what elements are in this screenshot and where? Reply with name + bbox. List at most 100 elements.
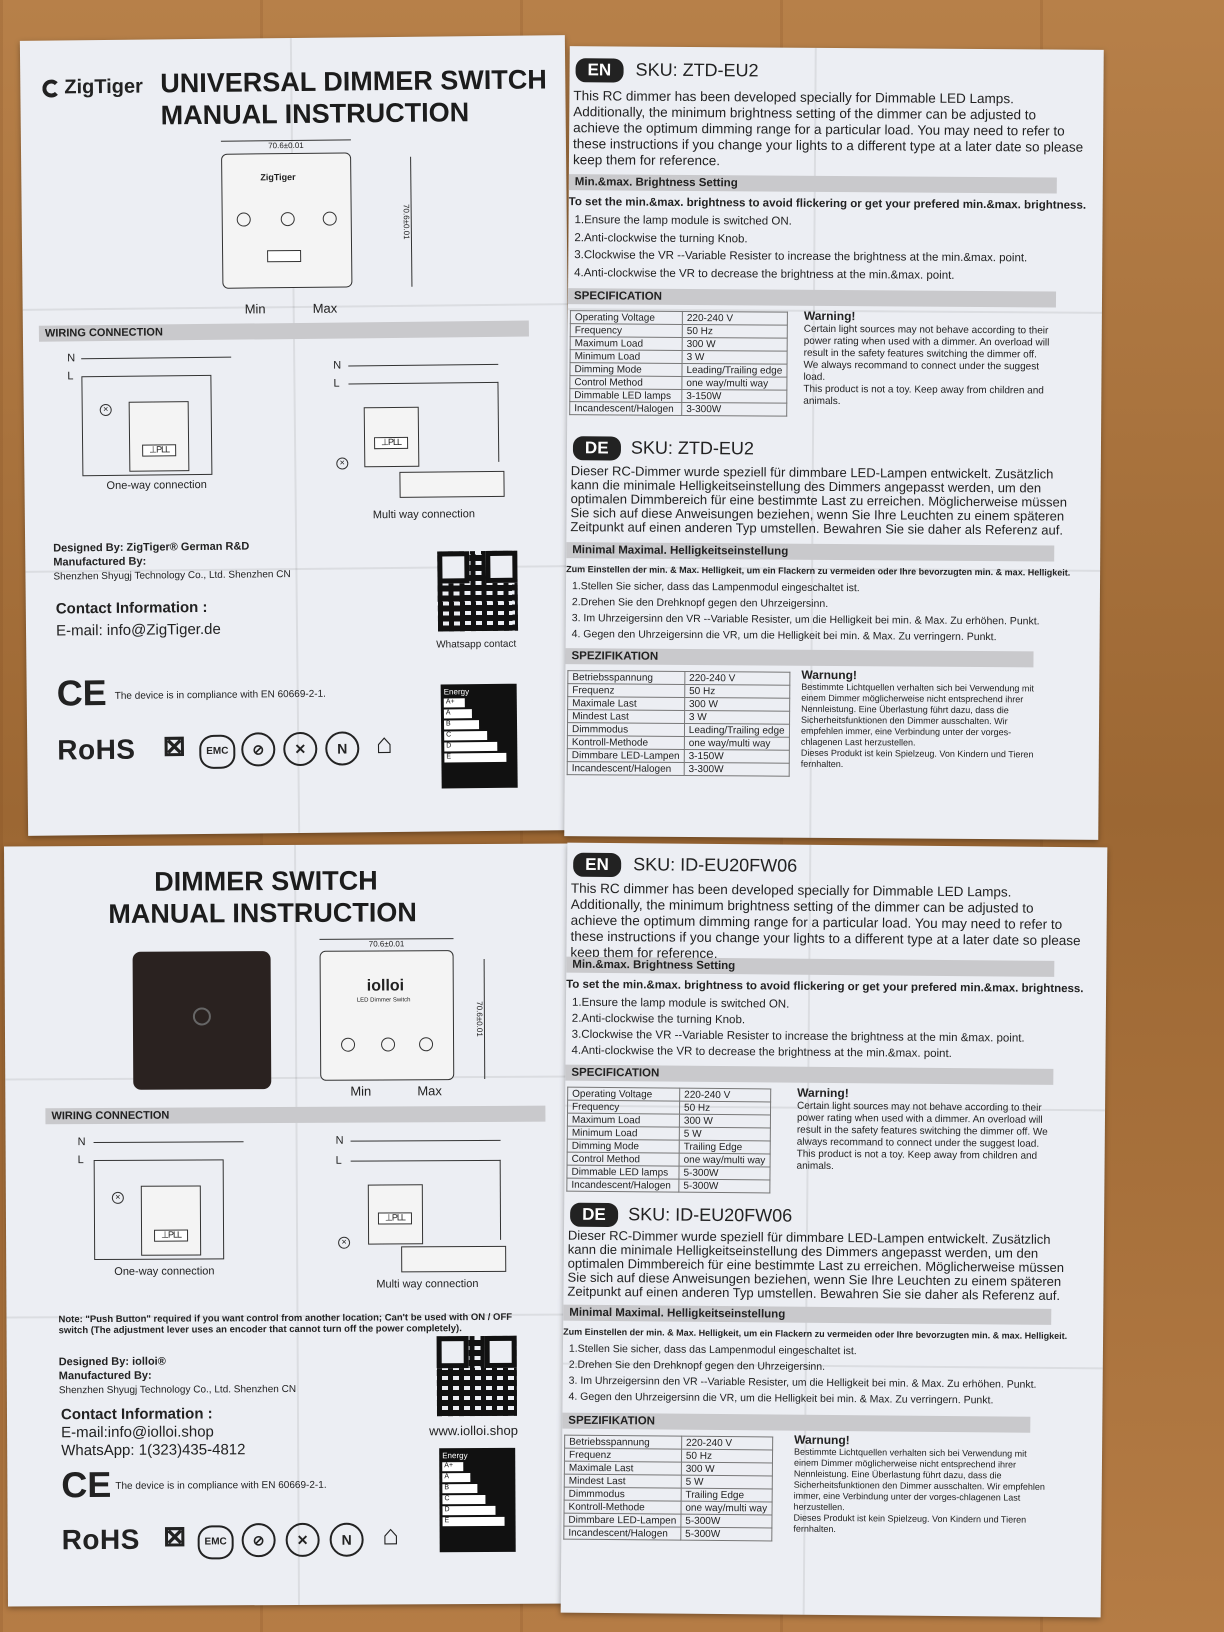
spec-value: 5-300W xyxy=(680,1527,772,1541)
terminal-block: ⊥PLL xyxy=(374,436,409,450)
de-intro: Dieser RC-Dimmer wurde speziell für dimm… xyxy=(567,1227,1065,1303)
de-setting-lead: Zum Einstellen der min. & Max. Helligkei… xyxy=(563,1326,1068,1342)
qr-caption: Whatsapp contact xyxy=(436,638,517,651)
spec-label: Operating Voltage xyxy=(570,310,683,325)
manufactured-by: Manufactured By: xyxy=(53,555,147,569)
emc-icon: EMC xyxy=(197,1525,234,1560)
wiring-section-header: WIRING CONNECTION xyxy=(45,1105,546,1125)
de-spec-header: SPEZIFIKATION xyxy=(562,1412,1031,1433)
spec-value: one way/multi way xyxy=(679,1153,770,1167)
title-line-1: UNIVERSAL DIMMER SWITCH xyxy=(160,64,547,99)
emc-icon: EMC xyxy=(199,734,236,770)
spec-label: Incandescent/Halogen xyxy=(567,761,685,776)
device-brand-label: iolloi xyxy=(366,977,405,995)
contact-title: Contact Information : xyxy=(55,598,208,618)
weee-bin-icon: ⊠ xyxy=(162,730,187,762)
warning-title: Warning! xyxy=(803,308,856,324)
manufacturer-name: Shenzhen Shyugj Technology Co., Ltd. She… xyxy=(53,569,291,583)
indoor-use-icon: ⌂ xyxy=(375,728,393,760)
rohs-mark: RoHS xyxy=(61,1523,140,1556)
warning-text: Bestimmte Lichtquellen verhalten sich be… xyxy=(800,681,1034,748)
no-tool-icon: ✕ xyxy=(283,731,318,767)
spec-label: Minimum Load xyxy=(570,349,683,364)
energy-title: Energy xyxy=(443,687,470,697)
terminal-block: ⊥PLL xyxy=(142,444,177,457)
multi-way-caption: Multi way connection xyxy=(372,508,476,522)
en-spec-header: SPECIFICATION xyxy=(565,1064,1054,1085)
spec-value: one way/multi way xyxy=(680,1501,772,1515)
one-way-caption: One-way connection xyxy=(106,478,207,492)
warning-title: Warnung! xyxy=(794,1432,850,1448)
en-warning: Warning! Certain light sources may not b… xyxy=(796,1085,1051,1175)
spec-value: 50 Hz xyxy=(682,324,788,339)
height-dimension: 70.6±0.01 xyxy=(474,958,486,1080)
en-spec-header: SPECIFICATION xyxy=(567,288,1057,308)
warning-title: Warning! xyxy=(797,1085,849,1101)
ce-mark: CE xyxy=(56,672,107,714)
neutral-wire xyxy=(350,1139,501,1142)
device-sub-label: LED Dimmer Switch xyxy=(356,997,411,1004)
de-spec-header: SPEZIFIKATION xyxy=(565,648,1034,668)
energy-title: Energy xyxy=(442,1451,468,1461)
spec-value: 220-240 V xyxy=(681,1436,773,1450)
iolloi-manual-front-sheet: DIMMER SWITCH MANUAL INSTRUCTION 70.6±0.… xyxy=(4,843,574,1607)
warning-text-2: Dieses Produkt ist kein Spielzeug. Von K… xyxy=(793,1512,1027,1535)
en-intro: This RC dimmer has been developed specia… xyxy=(570,880,1081,961)
spec-label: Dimmbare LED-Lampen xyxy=(563,1513,681,1528)
indoor-use-icon: ⌂ xyxy=(382,1519,400,1551)
spec-value: 5-300W xyxy=(678,1166,770,1180)
energy-class-bar: B xyxy=(442,1484,478,1494)
spec-value: 3-300W xyxy=(681,402,787,417)
contact-title: Contact Information : xyxy=(60,1405,213,1424)
max-label: Max xyxy=(417,1083,442,1099)
designed-by: Designed By: iolloi® xyxy=(58,1355,166,1369)
dimmer-box-one-way xyxy=(128,401,190,472)
spec-label: Kontroll-Methode xyxy=(564,1500,681,1515)
terminal-block: ⊥PLL xyxy=(377,1212,412,1225)
spec-value: 300 W xyxy=(679,1114,771,1128)
spec-value: 220-240 V xyxy=(679,1088,771,1102)
wiring-section-header: WIRING CONNECTION xyxy=(38,320,529,342)
spec-label: Frequency xyxy=(570,323,683,338)
device-brand-label: ZigTiger xyxy=(260,171,296,183)
lamp-icon: × xyxy=(111,1191,124,1204)
spec-value: Trailing Edge xyxy=(679,1140,770,1154)
designed-by: Designed By: ZigTiger® German R&D xyxy=(53,540,250,555)
title-line-2: MANUAL INSTRUCTION xyxy=(108,897,417,929)
spec-label: Dimming Mode xyxy=(567,1139,680,1154)
en-setting-lead: To set the min.&max. brightness to avoid… xyxy=(566,978,1084,996)
no-water-icon: ⊘ xyxy=(241,732,276,767)
spec-label: Frequency xyxy=(567,1100,680,1115)
de-steps: 1.Stellen Sie sicher, dass das Lampenmod… xyxy=(572,578,1040,645)
de-setting-header: Minimal Maximal. Helligkeitseinstellung xyxy=(566,542,1055,562)
de-setting-header: Minimal Maximal. Helligkeitseinstellung xyxy=(563,1304,1052,1325)
manufactured-by: Manufactured By: xyxy=(58,1369,152,1383)
spec-label: Maximale Last xyxy=(567,696,685,711)
neutral-wire xyxy=(81,356,232,360)
website-url: www.iolloi.shop xyxy=(429,1422,518,1439)
warning-text: Certain light sources may not behave acc… xyxy=(803,323,1050,383)
language-tag-de: DE xyxy=(570,1202,618,1228)
live-label: L xyxy=(77,1154,84,1167)
energy-class-bar: A+ xyxy=(442,1462,464,1472)
weee-bin-icon: ⊠ xyxy=(162,1520,187,1552)
height-dimension: 70.6±0.01 xyxy=(401,156,413,287)
warning-text-2: This product is not a toy. Keep away fro… xyxy=(803,383,1044,408)
knob-icon xyxy=(192,1007,211,1026)
spec-value: 300 W xyxy=(681,1462,772,1476)
spec-value: one way/multi way xyxy=(684,736,790,751)
spec-value: 220-240 V xyxy=(682,311,788,326)
spec-value: 3-150W xyxy=(681,389,787,404)
warning-text-2: This product is not a toy. Keep away fro… xyxy=(796,1148,1038,1172)
energy-class-bar: C xyxy=(442,1494,486,1505)
de-sku: SKU: ZTD-EU2 xyxy=(630,437,755,459)
en-steps: 1.Ensure the lamp module is switched ON.… xyxy=(571,995,1025,1063)
spec-label: Control Method xyxy=(567,1152,680,1167)
compliance-text: The device is in compliance with EN 6066… xyxy=(114,688,326,702)
energy-class-bar: E xyxy=(442,1516,505,1527)
spec-value: 5-300W xyxy=(678,1179,770,1193)
